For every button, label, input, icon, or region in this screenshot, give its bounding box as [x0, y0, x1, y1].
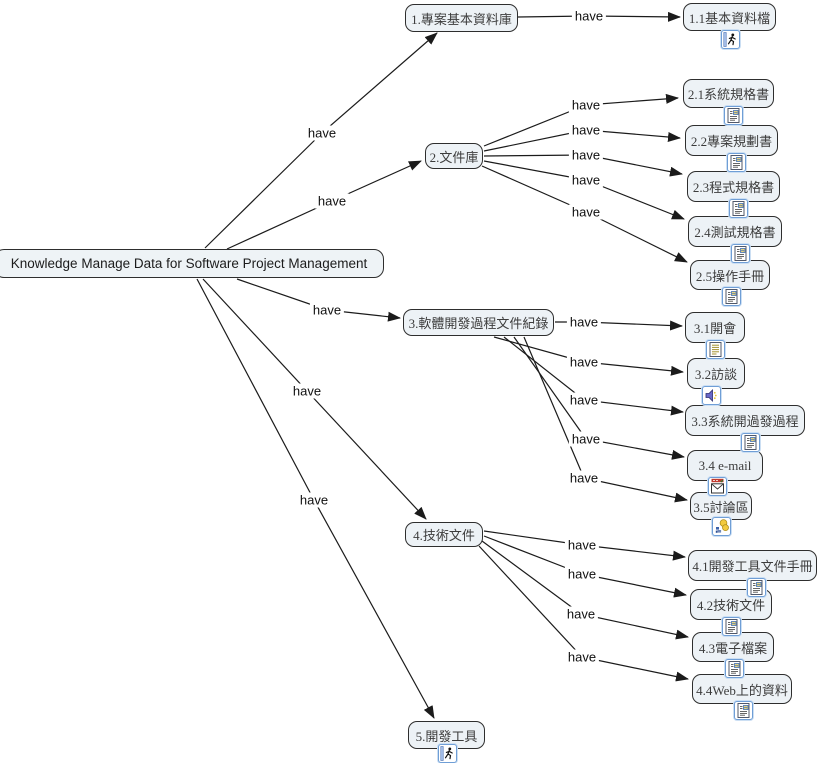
edge-line-root-n2: [226, 200, 333, 250]
edge-line-n4-n4-2: [581, 573, 687, 598]
runner-icon[interactable]: [438, 744, 457, 763]
doc-image-icon[interactable]: [734, 701, 753, 720]
edge-line-n3-n3-5: [523, 336, 585, 479]
edge-line-n4-n4-3: [481, 540, 582, 615]
concept-node-n2-4[interactable]: 2.4測試規格書: [688, 216, 782, 247]
edge-line-root-n5: [196, 278, 315, 501]
doc-image-icon[interactable]: [731, 244, 750, 263]
concept-node-n3[interactable]: 3.軟體開發過程文件紀錄: [403, 309, 554, 336]
edge-line-root-n1: [204, 132, 323, 249]
edge-line-root-n4: [202, 278, 308, 392]
edge-line-n2-n2-5: [481, 165, 587, 213]
concept-node-n3-2[interactable]: 3.2訪談: [687, 358, 745, 389]
link-label-n2-n2-4[interactable]: have: [568, 172, 604, 188]
concept-node-root[interactable]: Knowledge Manage Data for Software Proje…: [0, 249, 384, 278]
concept-node-n2-5[interactable]: 2.5操作手冊: [690, 260, 770, 290]
link-label-n4-n4-4[interactable]: have: [564, 649, 600, 665]
link-label-root-n1[interactable]: have: [304, 125, 340, 141]
link-label-n4-n4-2[interactable]: have: [564, 566, 600, 582]
concept-node-n1[interactable]: 1.專案基本資料庫: [405, 4, 518, 32]
link-label-n2-n2-5[interactable]: have: [568, 204, 604, 220]
concept-node-n4-4[interactable]: 4.4Web上的資料: [692, 674, 792, 704]
concept-node-n4-1[interactable]: 4.1開發工具文件手冊: [688, 550, 817, 581]
link-label-root-n4[interactable]: have: [289, 383, 325, 399]
link-label-n2-n2-2[interactable]: have: [568, 122, 604, 138]
concept-node-n2-1[interactable]: 2.1系統規格書: [683, 79, 774, 108]
link-label-n3-n3-2[interactable]: have: [566, 354, 602, 370]
runner-icon[interactable]: [721, 30, 740, 49]
edge-line-n2-n2-5: [585, 211, 688, 263]
concept-node-n3-5[interactable]: 3.5討論區: [690, 492, 752, 520]
concept-node-n4-2[interactable]: 4.2技術文件: [690, 589, 772, 620]
concept-node-n2-2[interactable]: 2.2專案規劃書: [685, 125, 778, 156]
link-label-n4-n4-1[interactable]: have: [564, 537, 600, 553]
link-label-n4-n4-3[interactable]: have: [563, 606, 599, 622]
edge-line-n4-n4-3: [580, 613, 689, 640]
link-label-root-n5[interactable]: have: [296, 492, 332, 508]
link-label-n3-n3-5[interactable]: have: [566, 470, 602, 486]
link-label-n2-n2-3[interactable]: have: [568, 147, 604, 163]
edge-line-root-n4: [306, 390, 427, 520]
edge-line-root-n5: [313, 499, 435, 719]
doc-image-icon[interactable]: [724, 106, 743, 125]
email-icon[interactable]: [708, 477, 727, 496]
concept-node-n2[interactable]: 2.文件庫: [425, 143, 483, 169]
concept-node-n3-3[interactable]: 3.3系統開過發過程: [685, 405, 805, 436]
doc-image-icon[interactable]: [747, 578, 766, 597]
doc-image-icon[interactable]: [729, 199, 748, 218]
doc-image-icon[interactable]: [741, 433, 760, 452]
edge-line-n3-n3-4: [513, 336, 587, 440]
doc-image-icon[interactable]: [722, 287, 741, 306]
link-label-n3-n3-3[interactable]: have: [566, 392, 602, 408]
edge-line-root-n1: [321, 32, 438, 134]
edge-line-n3-n3-3: [503, 336, 585, 401]
edge-line-n3-n3-5: [583, 477, 688, 503]
concept-node-n3-1[interactable]: 3.1開會: [685, 312, 745, 343]
doc-image-icon[interactable]: [727, 153, 746, 172]
doc-text-icon[interactable]: [706, 340, 725, 359]
link-label-n3-n3-1[interactable]: have: [566, 314, 602, 330]
link-label-n3-n3-4[interactable]: have: [568, 431, 604, 447]
concept-node-n1-1[interactable]: 1.1基本資料檔: [683, 3, 776, 31]
edge-line-n4-n4-1: [581, 544, 686, 561]
link-label-n1-n1-1[interactable]: have: [571, 8, 607, 24]
edge-line-n4-n4-4: [478, 545, 583, 658]
people-icon[interactable]: [712, 517, 731, 536]
doc-image-icon[interactable]: [722, 617, 741, 636]
edge-line-n4-n4-4: [581, 656, 689, 682]
doc-image-icon[interactable]: [725, 659, 744, 678]
speaker-icon[interactable]: [702, 386, 721, 405]
concept-node-n4[interactable]: 4.技術文件: [405, 522, 483, 547]
link-label-root-n2[interactable]: have: [314, 193, 350, 209]
concept-node-n4-3[interactable]: 4.3電子檔案: [692, 632, 774, 662]
concept-node-n2-3[interactable]: 2.3程式規格書: [687, 171, 780, 202]
link-label-n2-n2-1[interactable]: have: [568, 97, 604, 113]
link-label-root-n3[interactable]: have: [309, 302, 345, 318]
